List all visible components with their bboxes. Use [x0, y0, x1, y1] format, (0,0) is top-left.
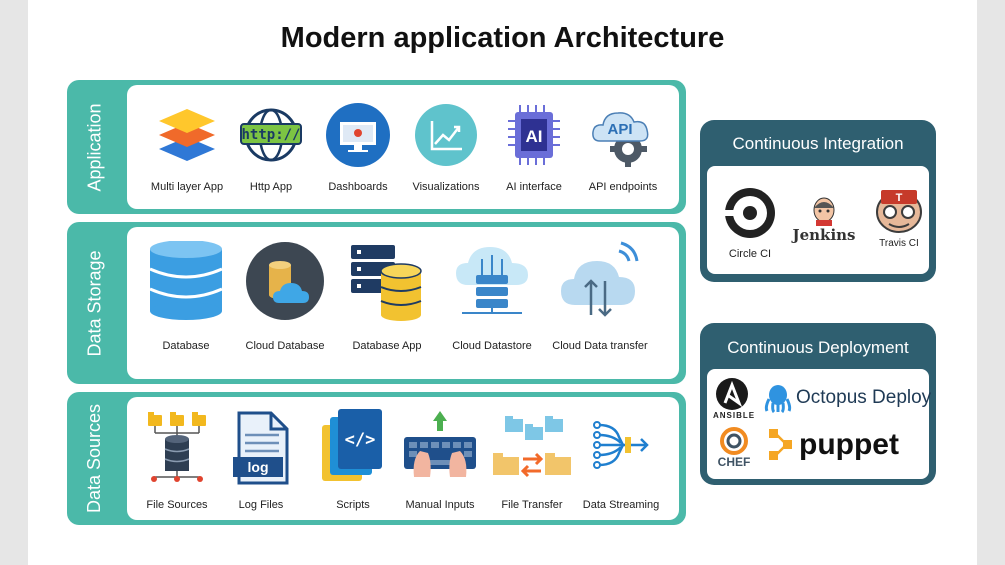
- dashboard-icon: [326, 103, 390, 167]
- puppet-logo: puppet: [767, 427, 917, 463]
- data-storage-section: Data Storage Database Cloud Database: [67, 222, 686, 384]
- cloud-server-icon: [456, 247, 528, 314]
- code-files-icon: </>: [322, 409, 382, 481]
- cd-card: Continuous Deployment ANSIBLE Octopus De…: [700, 323, 936, 485]
- ansible-logo: ANSIBLE: [713, 377, 754, 420]
- ai-interface-item: AI AI interface: [504, 99, 564, 193]
- server-database-icon: [351, 245, 422, 321]
- file-sources-item: File Sources: [146, 407, 208, 511]
- chef-icon: [720, 427, 748, 455]
- cloud-data-transfer-item: Cloud Data transfer: [552, 241, 648, 352]
- page-title: Modern application Architecture: [280, 22, 725, 54]
- data-streaming-item: Data Streaming: [583, 407, 659, 511]
- chef-logo: CHEF: [713, 427, 755, 469]
- log-file-icon: log: [233, 411, 289, 485]
- ansible-icon: [716, 378, 748, 410]
- application-label: Application: [84, 102, 105, 192]
- jenkins-icon: [813, 197, 835, 226]
- http-app-item: http:// Http App: [240, 99, 302, 193]
- cd-title: Continuous Deployment: [727, 338, 909, 357]
- data-storage-label: Data Storage: [84, 249, 105, 357]
- globe-http-icon: http://: [240, 108, 302, 162]
- ai-chip-icon: AI: [508, 105, 560, 165]
- keyboard-hands-icon: [404, 411, 476, 477]
- cloud-transfer-icon: [561, 241, 639, 317]
- api-cloud-gear-icon: API: [592, 112, 649, 167]
- manual-inputs-item: Manual Inputs: [402, 407, 478, 511]
- ci-card: Continuous Integration Circle CI Jenkins: [700, 120, 936, 282]
- svg-text:API: API: [607, 121, 632, 138]
- folder-network-icon: [148, 412, 206, 482]
- database-item: Database: [146, 241, 226, 352]
- svg-text:T: T: [896, 192, 903, 204]
- cloud-datastore-item: Cloud Datastore: [452, 241, 532, 352]
- visualizations-item: Visualizations: [412, 99, 480, 193]
- data-sources-label: Data Sources: [84, 403, 105, 514]
- dashboards-item: Dashboards: [325, 99, 391, 193]
- svg-text:AI: AI: [526, 127, 543, 146]
- application-section: Application Multi layer App http:// Http…: [67, 80, 686, 214]
- log-files-item: log Log Files: [231, 407, 291, 511]
- octopus-icon: [764, 385, 792, 413]
- circleci-icon: [725, 188, 775, 238]
- scripts-item: </> Scripts: [320, 407, 386, 511]
- cloud-database-icon: [246, 242, 324, 320]
- svg-text:</>: </>: [345, 430, 376, 450]
- octopus-deploy-logo: Octopus Deploy: [763, 383, 933, 413]
- ci-title: Continuous Integration: [732, 134, 904, 153]
- cloud-database-item: Cloud Database: [245, 241, 325, 352]
- circleci-logo: Circle CI: [721, 186, 779, 260]
- file-transfer-item: File Transfer: [491, 407, 573, 511]
- chart-trend-icon: [415, 104, 477, 166]
- file-transfer-icon: [493, 416, 571, 478]
- travisci-logo: T Travis CI: [873, 184, 925, 249]
- puppet-icon: [769, 429, 792, 460]
- api-endpoints-item: API API endpoints: [589, 99, 657, 193]
- svg-text:http://: http://: [241, 127, 300, 143]
- travisci-icon: T: [876, 190, 922, 233]
- svg-text:log: log: [248, 459, 269, 475]
- data-sources-section: Data Sources File Sources: [67, 392, 686, 525]
- layers-icon: [159, 109, 215, 161]
- database-app-item: Database App: [349, 241, 425, 352]
- jenkins-logo: Jenkins: [791, 196, 857, 244]
- multi-layer-app-item: Multi layer App: [151, 99, 223, 193]
- database-icon: [149, 241, 223, 320]
- data-stream-icon: [593, 421, 649, 469]
